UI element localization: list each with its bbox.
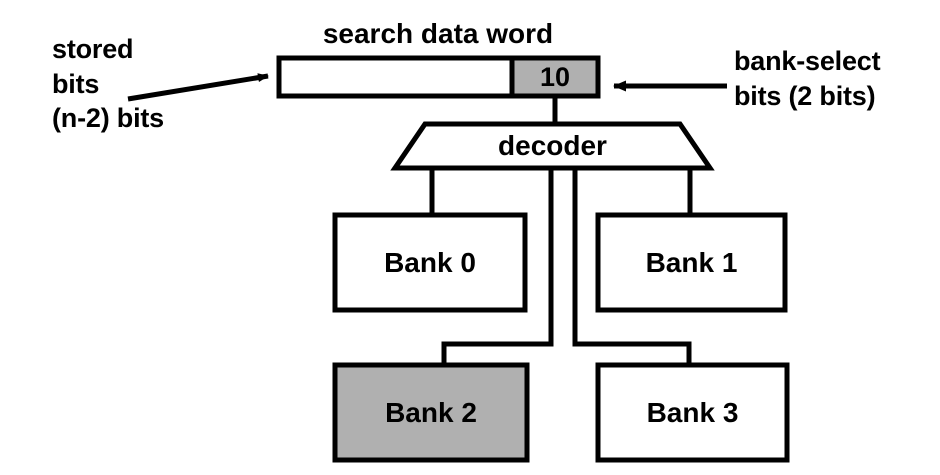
decoder-shape <box>390 121 715 171</box>
decoder-label: decoder <box>498 130 607 161</box>
decoder-output-wire-3 <box>572 168 692 366</box>
stored-bits-field <box>276 55 515 99</box>
search-data-word-title: search data word <box>322 18 554 49</box>
bank-box-0 <box>332 212 528 313</box>
bank-box-3 <box>595 362 790 463</box>
bank-select-annotation: bank-select bits (2 bits) <box>734 46 881 111</box>
bank-box-1 <box>595 212 788 313</box>
decoder-output-wire-2 <box>441 168 554 366</box>
bank-select-value: 10 <box>539 61 571 92</box>
stored-bits-annotation: stored bits (n-2) bits <box>52 34 164 134</box>
stored-bits-arrow <box>127 73 269 102</box>
bank-label-3: Bank 3 <box>646 396 739 428</box>
bank-label-2: Bank 2 <box>385 396 477 428</box>
bank-label-0: Bank 0 <box>384 246 476 278</box>
bank-box-2 <box>332 362 530 463</box>
bank-label-1: Bank 1 <box>645 246 738 278</box>
